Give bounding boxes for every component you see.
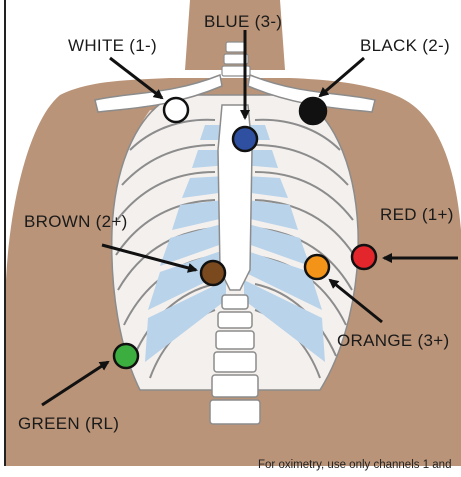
label-orange: ORANGE (3+) — [337, 331, 449, 351]
electrode-red — [352, 245, 376, 269]
electrode-blue — [233, 127, 257, 151]
electrode-white — [164, 98, 188, 122]
electrode-orange — [305, 255, 329, 279]
electrode-black — [300, 98, 326, 124]
label-black: BLACK (2-) — [360, 36, 450, 56]
electrode-brown — [201, 261, 225, 285]
label-brown: BROWN (2+) — [24, 212, 128, 232]
label-blue: BLUE (3-) — [204, 12, 282, 32]
footnote-text: For oximetry, use only channels 1 and — [258, 459, 451, 471]
electrode-green — [114, 344, 138, 368]
label-green: GREEN (RL) — [18, 414, 119, 434]
label-red: RED (1+) — [380, 205, 454, 225]
spine — [210, 295, 260, 424]
label-white: WHITE (1-) — [68, 36, 157, 56]
